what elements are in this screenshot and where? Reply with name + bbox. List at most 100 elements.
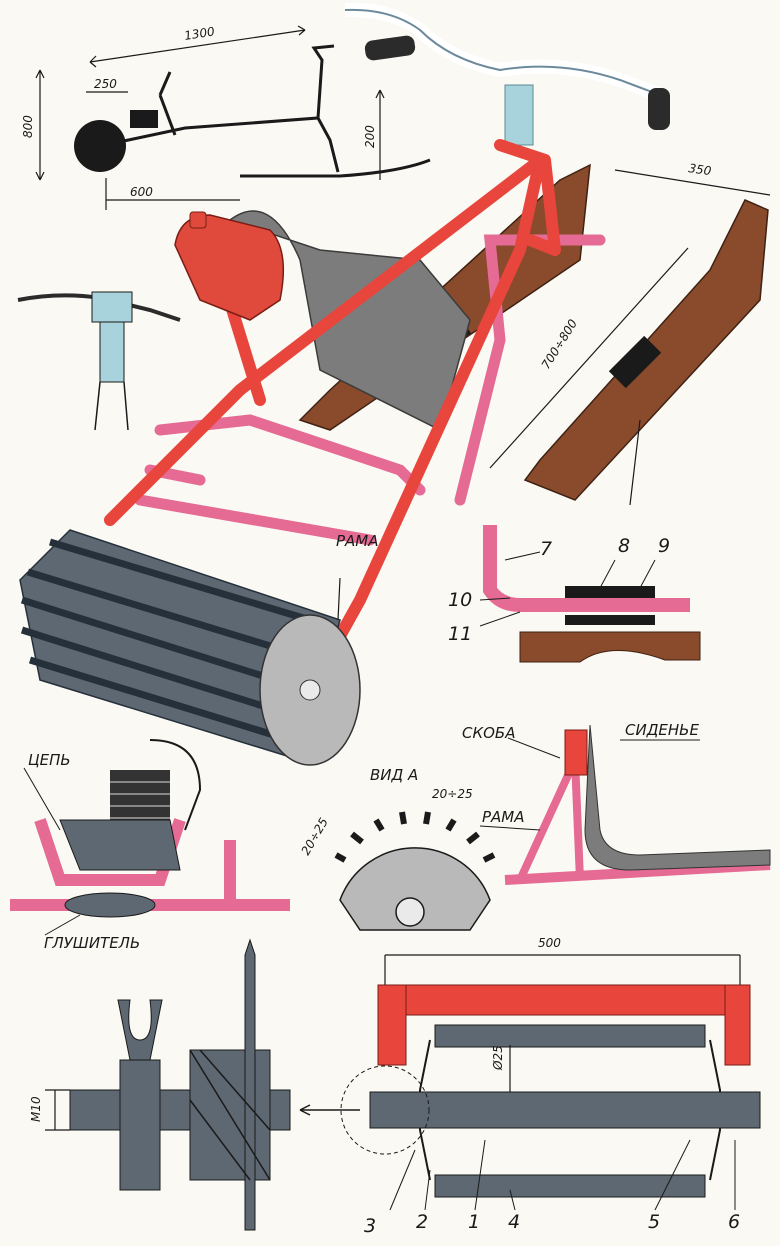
roller-axle — [369, 1091, 761, 1129]
dim-250-text: 250 — [94, 77, 117, 91]
part-1: 1 — [468, 1211, 480, 1233]
section-tube — [483, 525, 690, 612]
spark-wire — [149, 739, 202, 831]
bracket-block — [564, 729, 588, 776]
tap-stem — [99, 321, 125, 383]
label-frame-seat: РАМА — [482, 808, 525, 826]
dim-350-text: 350 — [688, 161, 713, 178]
right-frame-leg — [724, 984, 751, 1066]
dim-200-text: 200 — [363, 125, 377, 148]
sprocket-hub — [395, 897, 425, 927]
hub-hatching — [189, 1049, 271, 1181]
seat-frame-strut — [516, 758, 584, 882]
part-3: 3 — [364, 1215, 376, 1237]
dim-500-line — [384, 954, 741, 990]
tap-body — [91, 291, 133, 323]
left-grip — [364, 35, 416, 61]
label-muffler: ГЛУШИТЕЛЬ — [44, 934, 140, 952]
seat-bracket-detail: СКОБА СИДЕНЬЕ РАМА — [462, 721, 771, 885]
dim-tooth-height: 20÷25 — [298, 815, 330, 857]
part-11: 11 — [448, 623, 472, 645]
dim-25-text: Ø25 — [491, 1045, 505, 1071]
sketch-handle — [311, 44, 335, 119]
seat-frame-bottom — [504, 860, 771, 885]
seat-leaders — [479, 737, 700, 831]
right-grip — [648, 88, 670, 130]
tap-neck — [94, 381, 129, 431]
dim-700-text: 700÷800 — [539, 316, 581, 371]
dim-600-line — [105, 178, 240, 210]
main-frame-red — [104, 139, 561, 696]
part-2: 2 — [416, 1211, 428, 1233]
label-bracket: СКОБА — [462, 724, 515, 742]
sprocket-teeth — [334, 811, 496, 863]
dim-800-line — [35, 69, 45, 181]
cylinder-fins — [110, 781, 170, 819]
dim-500-text: 500 — [538, 936, 561, 950]
roller-assembly: 500 Ø25 3 2 1 4 5 6 — [340, 936, 761, 1237]
seat-curve — [584, 724, 771, 871]
part-10: 10 — [448, 589, 472, 611]
dim-800-text: 800 — [21, 115, 35, 138]
part-7: 7 — [540, 538, 552, 560]
dim-700-line — [489, 247, 689, 469]
dim-1300-text: 1300 — [183, 24, 216, 43]
label-chain: ЦЕПЬ — [28, 751, 71, 769]
part-5: 5 — [648, 1211, 660, 1233]
ski-binding-right — [608, 335, 662, 389]
sprocket-plate — [244, 938, 256, 1231]
part-6: 6 — [728, 1211, 740, 1233]
muffler-body — [64, 892, 156, 918]
section-clamp-top — [565, 586, 655, 598]
rib-bottom — [434, 1174, 706, 1198]
sketch-seat — [158, 71, 177, 136]
tank-cap — [189, 211, 207, 229]
section-leaders — [479, 551, 656, 627]
dim-1300-line — [89, 25, 306, 68]
view-a: ВИД А 20÷25 20÷25 — [298, 766, 496, 931]
part-leaders — [389, 1139, 736, 1211]
fuel-tank — [174, 214, 285, 321]
top-frame-bar — [377, 984, 751, 1016]
section-clamp-bottom — [565, 615, 655, 625]
handlebar-outline — [344, 8, 661, 96]
fuel-tap-detail — [17, 291, 181, 431]
sketch-engine — [130, 110, 158, 128]
section-ski — [519, 631, 701, 663]
engine-crankcase — [59, 819, 181, 871]
dim-350-line — [614, 169, 771, 196]
steering-column — [504, 84, 534, 146]
sketch-ski — [240, 158, 431, 178]
part-9: 9 — [658, 535, 670, 557]
wing-nut — [117, 999, 163, 1061]
frame-leader — [337, 577, 341, 621]
dim-tooth-pitch: 20÷25 — [432, 787, 473, 801]
roller-drum — [19, 529, 361, 766]
left-frame-leg — [377, 984, 407, 1066]
sprocket-disc — [339, 847, 491, 931]
dim-m10-line — [45, 1089, 70, 1131]
nut-block — [119, 1059, 161, 1191]
axle-detail: М10 — [29, 938, 360, 1231]
label-view-a: ВИД А — [370, 766, 418, 784]
detail-circle — [340, 1065, 430, 1155]
part-8: 8 — [618, 535, 630, 557]
roller-ribs — [20, 538, 312, 744]
roller-hub — [299, 679, 321, 701]
part-4: 4 — [508, 1211, 520, 1233]
label-frame-main: РАМА — [336, 532, 379, 550]
detail-arrow — [299, 1104, 360, 1116]
ski-section: 7 8 9 10 11 — [448, 525, 701, 663]
overall-sketch: 1300 800 250 200 600 — [21, 24, 431, 210]
rear-frame-pink — [134, 414, 426, 546]
dim-600-text: 600 — [130, 185, 153, 199]
engine-leaders — [23, 767, 81, 936]
label-seat: СИДЕНЬЕ — [625, 721, 699, 739]
rib-top — [434, 1024, 706, 1048]
ski-section-leader — [629, 419, 641, 506]
dim-m10-text: М10 — [29, 1096, 43, 1122]
dim-200-line — [375, 89, 385, 180]
engine-detail: ЦЕПЬ ГЛУШИТЕЛЬ — [10, 739, 290, 952]
